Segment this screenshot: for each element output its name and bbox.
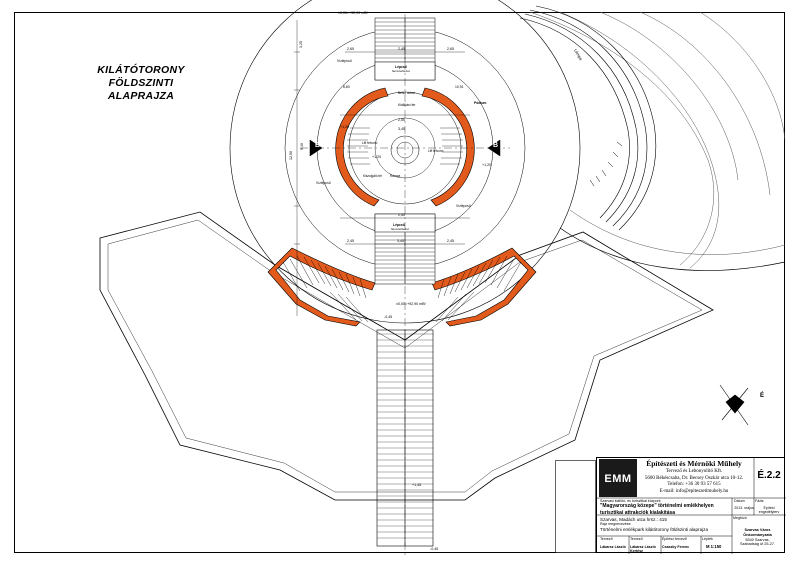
client-label: Megbízó bbox=[733, 516, 747, 520]
firm-info: Építészeti és Mérnöki Műhely Tervező és … bbox=[640, 459, 748, 495]
dim-text-3: 2,65 bbox=[447, 47, 454, 51]
terrain-lines bbox=[529, 11, 786, 271]
platform-inner-outline bbox=[107, 219, 703, 493]
drawing-title: KILÁTÓTORONY FÖLDSZINTI ALAPRAJZA bbox=[66, 64, 216, 103]
inner-stairs bbox=[347, 127, 463, 165]
project-line-2: turisztikai attrakciók kialakítása bbox=[600, 510, 676, 516]
room-vizi-bottom-left: Vízlépcső bbox=[316, 181, 331, 185]
room-center: Belső udvar bbox=[398, 91, 416, 95]
room-kitchen: Kiszolgáló tér bbox=[363, 174, 383, 178]
level-top: ±0,00=+92,90 mBf bbox=[338, 11, 368, 15]
scale-label: Lépték bbox=[702, 537, 713, 541]
section-label-right: B bbox=[493, 142, 498, 149]
compass bbox=[719, 384, 749, 426]
project-label: Szarvasi kiállító- és turisztikai közpon… bbox=[600, 499, 661, 503]
client-info: Szarvas Város Önkormányzata 5540 Szarvas… bbox=[730, 528, 785, 547]
firm-name: Építészeti és Mérnöki Műhely bbox=[646, 459, 742, 468]
dimension-lines bbox=[294, 20, 470, 316]
designer-label: Tervező bbox=[600, 537, 613, 541]
dim-text-14: 3,45 bbox=[398, 127, 405, 131]
phase-label: Fázis bbox=[755, 499, 764, 503]
drawing-title-line2: ALAPRAJZA bbox=[107, 90, 175, 102]
firm-line-2: 5600 Békéscsaba, Dr. Becsey Oszkár utca … bbox=[644, 475, 744, 481]
drawn-value: Lábarsz László Kertész bbox=[630, 545, 656, 554]
room-inner-space: Kiállítási tér bbox=[398, 103, 416, 107]
side-stair-treads bbox=[282, 255, 522, 323]
project-line-3: Szarvas, Madách utca hrsz.: 415 bbox=[600, 516, 667, 522]
curved-path bbox=[519, 5, 657, 231]
firm-line-1: Tervező és Lebonyolító Kft. bbox=[665, 469, 723, 474]
client-line-3: Szabadság út 25-27. bbox=[739, 542, 776, 547]
client-line-2: 5540 Szarvas, bbox=[745, 537, 770, 542]
firm-line-4: E-mail: info@epiteszetimuhely.hu bbox=[659, 488, 729, 494]
drawing-name: Történelmi emlékpark kilátótorony földsz… bbox=[600, 526, 709, 532]
room-elevator-left: Lift felvonó bbox=[362, 141, 378, 145]
axis-lines bbox=[300, 14, 510, 556]
level-plus-pier: +1,45 bbox=[412, 483, 421, 487]
room-vizi-bottom-right: Vízlépcső bbox=[456, 204, 471, 208]
level-plus-center: +1,20 bbox=[372, 155, 381, 159]
drawing-label: Rajz megnevezése bbox=[600, 522, 631, 527]
dim-text-9: 3,25 bbox=[299, 41, 303, 48]
room-vizi-left: Vízlépcső bbox=[337, 59, 352, 63]
title-block-stub-lines bbox=[555, 460, 596, 553]
room-top-stair: Lépcső bbox=[395, 65, 407, 69]
dim-text-12: 10,91 bbox=[455, 85, 464, 89]
dim-text-4: 9,40 bbox=[300, 143, 304, 150]
date-label: Dátum bbox=[734, 499, 745, 503]
scale-value: M 1:150 bbox=[706, 544, 722, 549]
room-bottom-stair-sub: fémszerkezet bbox=[391, 227, 409, 231]
designer-value: Lábarsz László bbox=[600, 545, 626, 549]
title-block-grid bbox=[597, 458, 786, 554]
drawing-title-line1: KILÁTÓTORONY FÖLDSZINTI bbox=[97, 64, 185, 89]
room-top-stair-sub: fémszerkezet bbox=[392, 69, 410, 73]
sheet-frame bbox=[14, 12, 785, 553]
section-label-left: B bbox=[315, 142, 320, 149]
room-podium: Pódium bbox=[474, 101, 486, 105]
section-markers bbox=[309, 139, 501, 157]
dim-text-2: 2,45 bbox=[398, 47, 405, 51]
project-line-1: "Magyarország közepe" történelmi emlékhe… bbox=[600, 503, 714, 510]
dim-text-13: 2,55 bbox=[398, 213, 405, 217]
dim-text-7: 2,45 bbox=[347, 239, 354, 243]
level-bottom: ±0,00=+92,90 mBf bbox=[396, 302, 426, 306]
room-bottom-stair: Lépcső bbox=[393, 223, 405, 227]
room-ramp: Rámpa bbox=[390, 174, 401, 178]
sheet-number: É.2.2 bbox=[757, 470, 781, 481]
date-value: 2013. május bbox=[734, 506, 754, 510]
title-block-stub bbox=[555, 460, 596, 553]
tower-walls bbox=[335, 87, 475, 207]
level-minus-end: -0,45 bbox=[430, 547, 438, 551]
level-plus-left: +1,20 bbox=[340, 125, 349, 129]
room-elevator-right: Lift felvonó bbox=[428, 149, 444, 153]
client-line-1: Szarvas Város Önkormányzata bbox=[743, 528, 772, 537]
checked-label: Építész tervező bbox=[662, 537, 687, 541]
dim-text-11: 8,83 bbox=[343, 85, 350, 89]
lamp-label: Lámpa bbox=[573, 48, 584, 62]
level-minus: -0,45 bbox=[384, 315, 392, 319]
company-logo: EMM bbox=[599, 459, 637, 497]
dim-text-1: 2,65 bbox=[347, 47, 354, 51]
drawn-label: Tervező bbox=[630, 537, 643, 541]
side-stair-walls bbox=[267, 247, 537, 327]
compass-label: É bbox=[760, 391, 764, 399]
checked-value: Csaszky Ferenc bbox=[662, 545, 690, 549]
project-info: Szarvasi kiállító- és turisztikai közpon… bbox=[600, 499, 728, 532]
dim-text-8: 2,45 bbox=[447, 239, 454, 243]
dim-text-5: 2,55 bbox=[398, 118, 405, 122]
logo-text: EMM bbox=[604, 473, 632, 485]
dim-text-10: 12,50 bbox=[289, 151, 293, 160]
phase-value: Építési engedélyterv bbox=[758, 506, 780, 515]
dim-text-6: 3,45 bbox=[397, 239, 404, 243]
firm-line-3: Telefon: +36 30 93 57 615 bbox=[667, 482, 721, 487]
level-plus-right: +1,20 bbox=[482, 163, 491, 167]
